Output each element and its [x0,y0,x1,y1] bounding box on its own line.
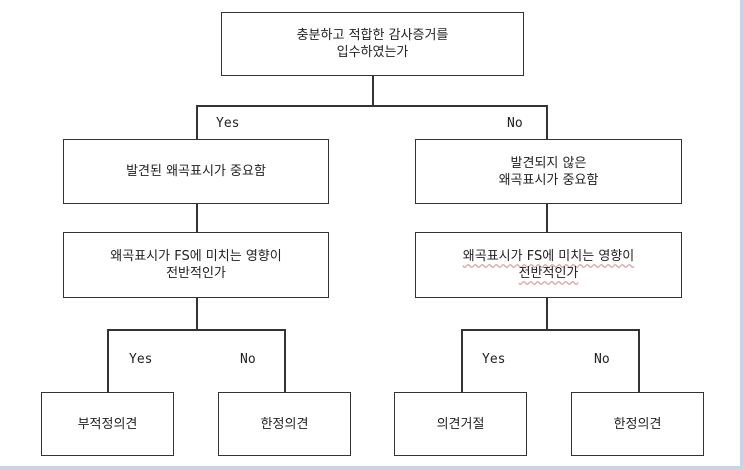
node-right-pervasive-question: 왜곡표시가 FS에 미치는 영향이 전반적인가 [415,232,682,298]
connector-root-down [372,76,374,106]
node-left-pervasive-question: 왜곡표시가 FS에 미치는 영향이 전반적인가 [63,232,329,298]
label-right-no: No [594,352,610,367]
connector-left-sub-branch [107,329,285,331]
node-right-q-line2: 왜곡표시가 중요함 [498,172,599,188]
leaf3-label: 의견거절 [436,416,485,432]
leaf2-label: 한정의견 [260,416,309,432]
leaf4-label: 한정의견 [613,416,662,432]
node-right-question: 발견되지 않은 왜곡표시가 중요함 [415,139,682,204]
leaf-qualified-opinion-left: 한정의견 [218,392,351,456]
node-left-question: 발견된 왜곡표시가 중요함 [63,139,329,204]
connector-left-q-down [196,203,198,233]
node-right-q2-line1: 왜곡표시가 FS에 미치는 영향이 [462,249,635,264]
node-right-q-line1: 발견되지 않은 [510,155,587,171]
node-root-line2: 입수하였는가 [336,45,409,60]
connector-leaf4-down [638,329,640,392]
leaf1-label: 부적정의견 [77,416,138,432]
leaf-disclaimer-opinion: 의견거절 [394,392,527,456]
leaf-qualified-opinion-right: 한정의견 [571,392,704,456]
connector-right-q-down [546,203,548,233]
connector-leaf3-down [461,329,463,392]
label-top-yes: Yes [216,116,240,131]
connector-right-q2-down [546,297,548,330]
label-left-yes: Yes [129,352,153,367]
node-left-q-line1: 발견된 왜곡표시가 중요함 [126,164,266,179]
node-right-q2-line2: 전반적인가 [518,266,579,281]
label-top-no: No [507,116,523,131]
leaf-adverse-opinion: 부적정의견 [41,392,174,456]
node-root-question: 충분하고 적합한 감사증거를 입수하였는가 [221,12,524,76]
connector-top-branch [196,105,547,107]
connector-right-branch-down [546,105,548,140]
label-left-no: No [240,352,256,367]
connector-leaf2-down [284,329,286,392]
connector-left-q2-down [196,297,198,330]
node-root-line1: 충분하고 적합한 감사증거를 [296,28,449,43]
node-left-q2-line1: 왜곡표시가 FS에 미치는 영향이 [110,249,282,264]
label-right-yes: Yes [482,352,506,367]
connector-right-sub-branch [461,329,639,331]
node-left-q2-line2: 전반적인가 [166,266,226,281]
connector-left-branch-down [196,105,198,140]
connector-leaf1-down [107,329,109,392]
